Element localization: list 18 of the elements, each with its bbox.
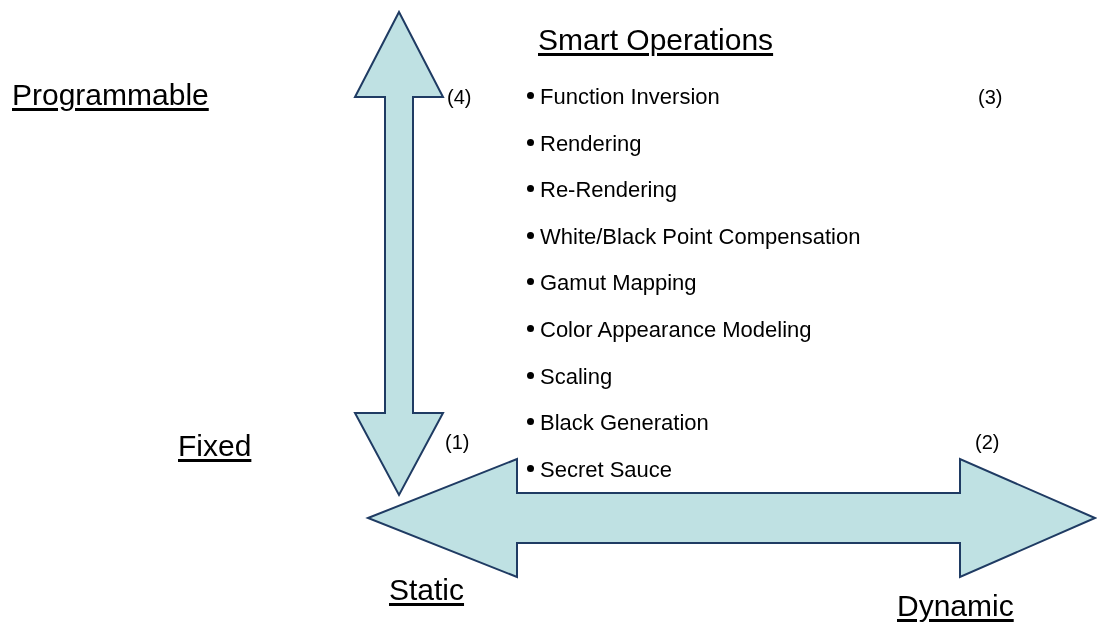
list-item: Re-Rendering: [540, 177, 677, 204]
list-item: Color Appearance Modeling: [540, 317, 812, 344]
list-item: White/Black Point Compensation: [540, 223, 861, 251]
list-item: Black Generation: [540, 410, 709, 437]
quadrant-number: (4): [447, 85, 472, 109]
quadrant-number: (2): [975, 430, 1000, 454]
quadrant-number: (3): [978, 85, 1003, 109]
list-item: Scaling: [540, 363, 613, 390]
heading: Smart Operations: [538, 22, 774, 58]
list-item: Function Inversion: [540, 84, 720, 111]
list-item: Secret Sauce: [540, 456, 673, 484]
axis-label: Dynamic: [897, 588, 1014, 624]
axis-label: Fixed: [178, 428, 252, 464]
axis-label: Programmable: [12, 77, 209, 113]
list-item: Gamut Mapping: [540, 270, 697, 297]
quadrant-number: (1): [445, 430, 470, 454]
axis-label: Static: [389, 572, 465, 608]
list-item: Rendering: [540, 130, 642, 157]
